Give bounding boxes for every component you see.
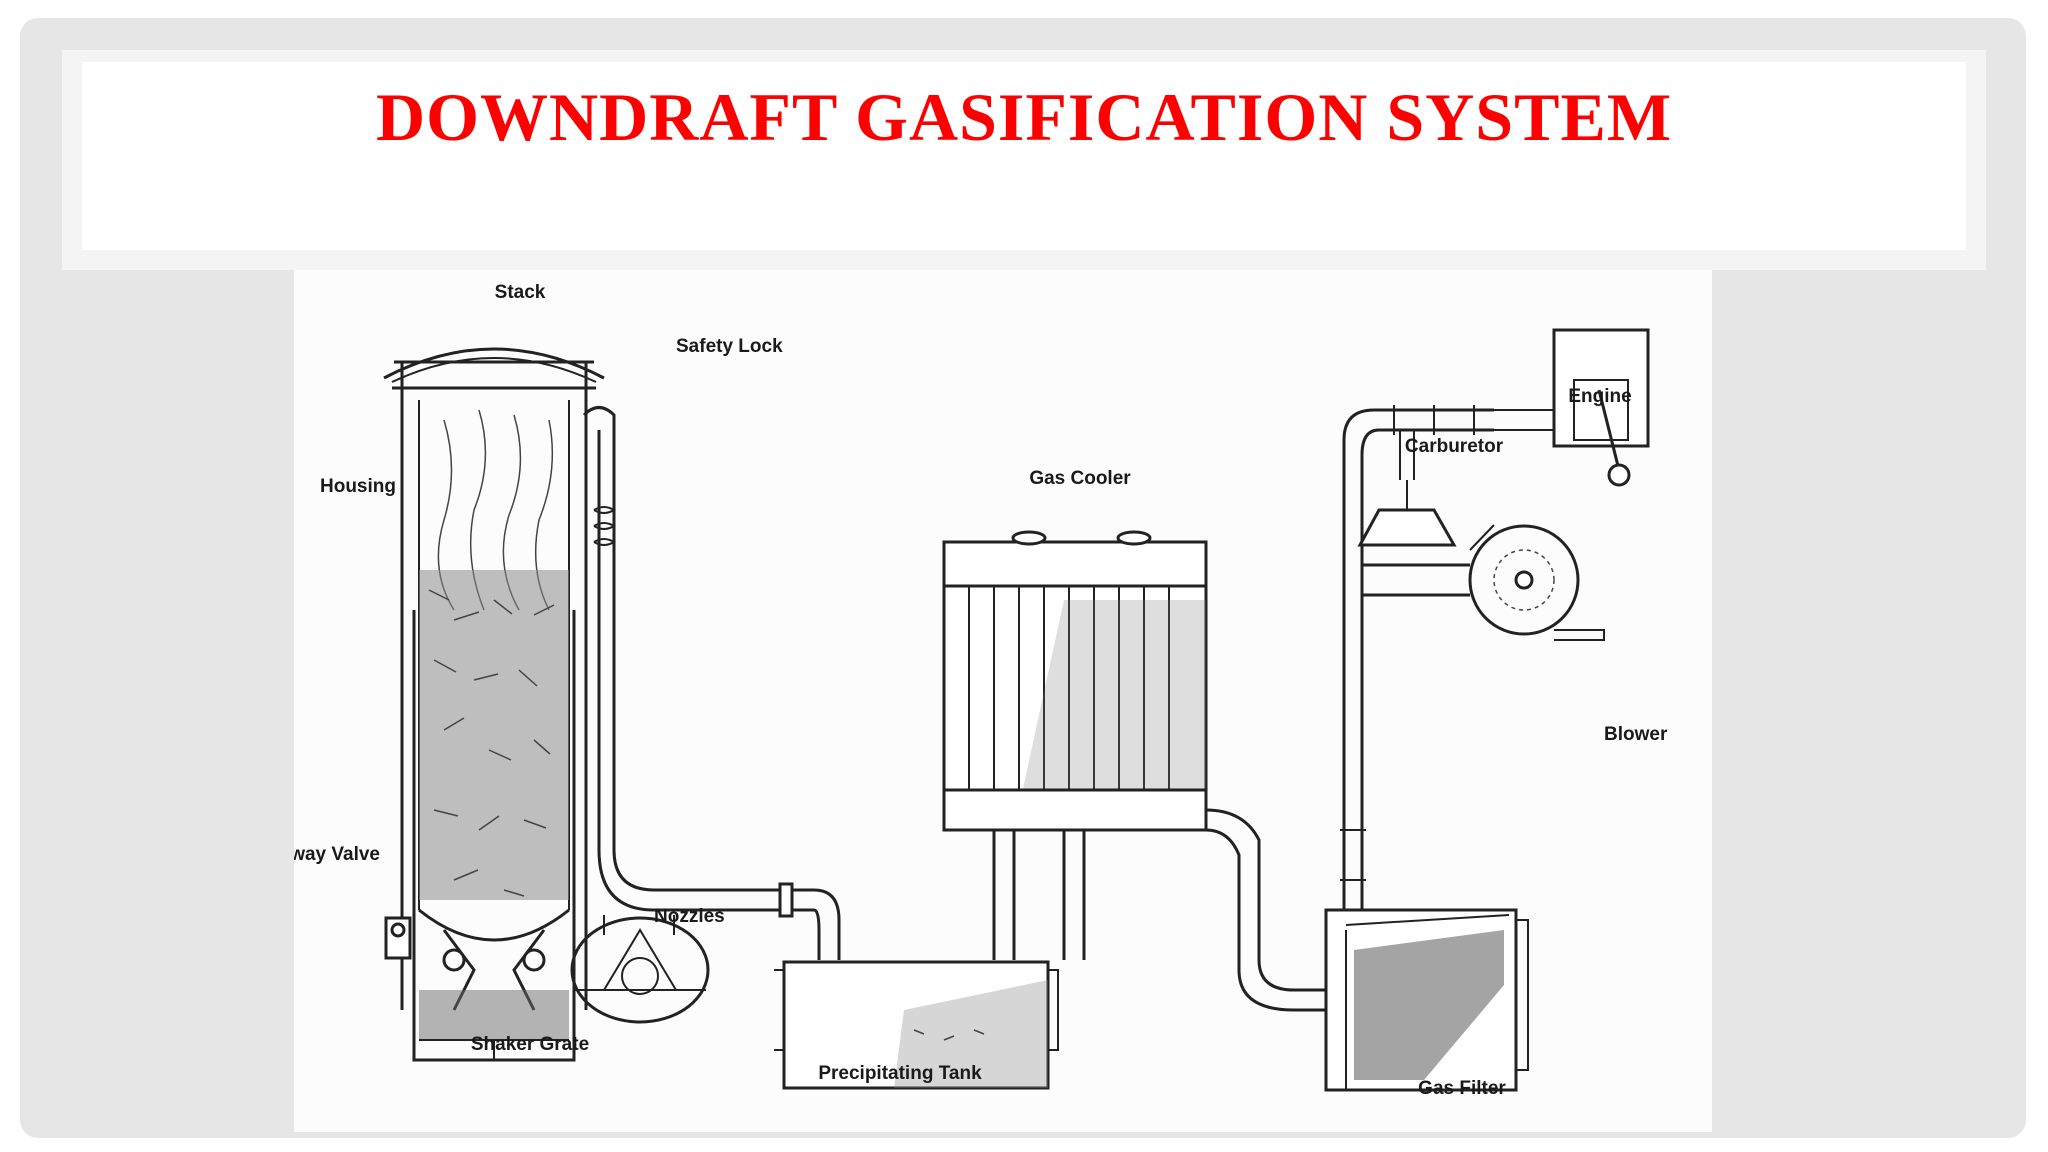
label-gas-filter: Gas Filter — [1418, 1078, 1506, 1099]
blower — [1362, 524, 1605, 641]
label-carburetor: Carburetor — [1405, 436, 1504, 457]
label-safety-lock: Safety Lock — [676, 336, 783, 357]
gas-outlet-pipe — [582, 406, 841, 960]
label-blower: Blower — [1604, 724, 1668, 745]
engine — [1494, 328, 1650, 487]
label-gas-cooler: Gas Cooler — [1029, 468, 1131, 489]
slide-title: DOWNDRAFT GASIFICATION SYSTEM — [376, 79, 1672, 155]
label-one-way-valve: One-way Valve — [294, 844, 380, 865]
gasifier-diagram: Stack Safety Lock Housing One-way Valve … — [294, 270, 1712, 1132]
carburetor — [1357, 430, 1457, 547]
gas-cooler — [942, 530, 1326, 1012]
one-way-valve — [384, 916, 412, 960]
title-panel — [82, 62, 1966, 250]
tank-cross-section — [570, 915, 710, 1024]
gas-filter — [1324, 908, 1529, 1092]
label-precipitating-tank: Precipitating Tank — [818, 1063, 982, 1084]
precipitating-tank — [774, 960, 1059, 1090]
label-engine: Engine — [1568, 386, 1631, 407]
label-stack: Stack — [495, 282, 546, 303]
shaker-grate — [419, 990, 569, 1060]
biomass-fuel-bed — [419, 570, 569, 900]
label-housing: Housing — [320, 476, 396, 497]
riser-pipe — [1340, 405, 1494, 910]
label-nozzles: Nozzles — [654, 906, 725, 927]
label-shaker-grate: Shaker Grate — [471, 1034, 589, 1055]
